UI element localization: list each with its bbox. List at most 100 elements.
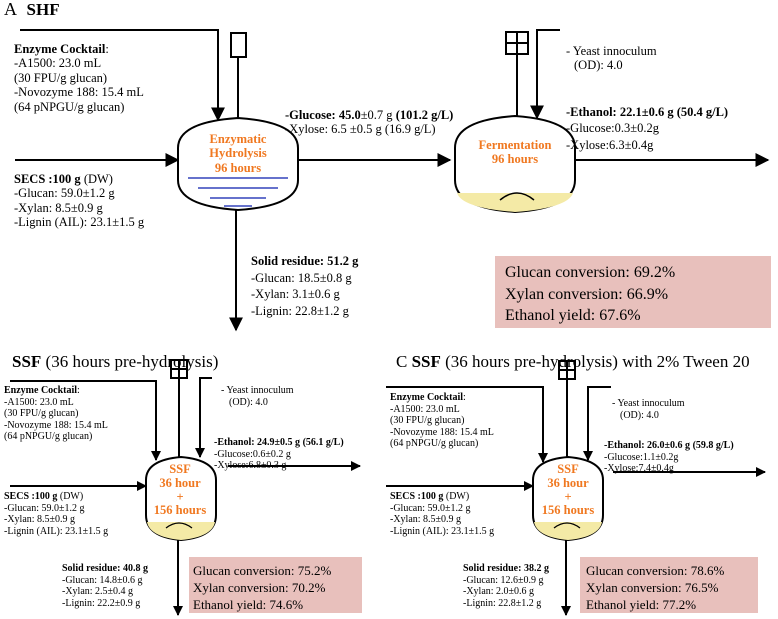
- enzyme-colon: :: [105, 42, 109, 56]
- solid-residue-line: -Xylan: 2.5±0.4 g: [62, 586, 134, 597]
- secs-heading: SECS :100 g: [4, 491, 58, 502]
- solid-residue-line: -Lignin: 22.8±1.2 g: [463, 597, 542, 609]
- hydrolysis-label: Enzymatic Hydrolysis 96 hours: [188, 132, 288, 175]
- ssf-yeast-inoculum: - Yeast innoculum (OD): 4.0: [221, 385, 294, 408]
- secs-line: -Lignin (AIL): 23.1±1.5 g: [4, 525, 109, 537]
- panel-b-method: SSF: [12, 352, 42, 371]
- yeast-line: - Yeast innoculum: [221, 385, 294, 396]
- ssf-flow-arrows: [10, 377, 361, 616]
- solid-residue-line: -Lignin: 22.8±1.2 g: [251, 303, 349, 318]
- shf-enzyme-cocktail: Enzyme Cocktail: -A1500: 23.0 mL (30 FPU…: [14, 42, 144, 114]
- ssf-output-line: -Xylose:7.4±0.4g: [604, 463, 674, 474]
- yeast-line: (OD): 4.0: [620, 409, 659, 421]
- secs-heading: SECS :100 g: [14, 172, 81, 186]
- fermentation-label: Fermentation 96 hours: [462, 138, 568, 167]
- hydrolysate-composition: -Glucose: 45.0±0.7 g (101.2 g/L) -Xylose…: [285, 108, 453, 137]
- secs-line: -Xylan: 8.5±0.9 g: [4, 514, 76, 525]
- ssf-tween-flow-arrows: [386, 386, 766, 616]
- result-glucan-conversion: Glucan conversion: 75.2%: [193, 563, 332, 578]
- panel-a-method: SHF: [26, 0, 60, 19]
- ssf-secs-feed: SECS :100 g (DW) -Glucan: 59.0±1.2 g -Xy…: [4, 491, 108, 537]
- secs-line: -Glucan: 59.0±1.2 g: [390, 502, 471, 514]
- panel-c-title: C SSF (36 hours pre-hydrolysis) with 2% …: [396, 352, 750, 372]
- secs-line: -Lignin (AIL): 23.1±1.5 g: [390, 525, 495, 537]
- ssf-output-line: -Xylose:6.8±0.3 g: [214, 460, 287, 471]
- ssf-tween-results-box: Glucan conversion: 78.6% Xylan conversio…: [580, 557, 758, 613]
- xylose-line: -Xylose: 6.5 ±0.5 g (16.9 g/L): [285, 122, 436, 137]
- ssf-label-line: +: [564, 489, 572, 504]
- enzyme-colon: :: [77, 385, 80, 396]
- solid-residue-heading: Solid residue: 38.2 g: [463, 563, 549, 574]
- fermentation-label-line: Fermentation: [478, 138, 552, 152]
- secs-heading: SECS :100 g: [390, 491, 444, 502]
- solid-residue-line: -Xylan: 3.1±0.6 g: [251, 287, 340, 302]
- hydrolysis-label-line: 96 hours: [214, 160, 262, 175]
- ssf-output-line: -Glucose:0.6±0.2 g: [214, 448, 291, 460]
- ssf-tween-secs-feed: SECS :100 g (DW) -Glucan: 59.0±1.2 g -Xy…: [390, 491, 494, 537]
- enzyme-line: -A1500: 23.0 mL: [390, 403, 460, 415]
- solid-residue-line: -Xylan: 2.0±0.6 g: [463, 586, 535, 597]
- yeast-line: - Yeast innoculum: [566, 44, 657, 58]
- glucose-rest: ±0.7 g: [360, 108, 396, 122]
- result-xylan-conversion: Xylan conversion: 70.2%: [193, 580, 326, 596]
- ssf-label-line: SSF: [557, 462, 579, 476]
- ssf-label-line: 156 hours: [541, 503, 595, 518]
- enzyme-line: -A1500: 23.0 mL: [14, 56, 102, 71]
- secs-line: -Xylan: 8.5±0.9 g: [14, 200, 103, 215]
- secs-suffix: (DW): [80, 172, 113, 186]
- fermentation-vessel: [454, 31, 576, 214]
- solid-residue-heading: Solid residue: 40.8 g: [62, 563, 148, 574]
- ssf-tween-output: -Ethanol: 26.0±0.6 g (59.8 g/L) -Glucose…: [604, 440, 734, 475]
- enzyme-line: -Novozyme 188: 15.4 mL: [390, 426, 494, 438]
- panel-b-title: SSF (36 hours pre-hydrolysis): [12, 352, 218, 372]
- shf-flow-arrows: [15, 29, 770, 332]
- ferment-output-line: -Glucose:0.3±0.2g: [566, 121, 659, 136]
- ssf-label-line: 156 hours: [153, 503, 207, 518]
- secs-line: -Glucan: 59.0±1.2 g: [14, 186, 115, 201]
- glucose-label: -Glucose:: [285, 108, 339, 122]
- result-xylan-conversion: Xylan conversion: 76.5%: [586, 580, 719, 596]
- enzyme-colon: :: [463, 392, 466, 403]
- ssf-tween-solid-residue: Solid residue: 38.2 g -Glucan: 12.6±0.9 …: [463, 563, 549, 609]
- solid-residue-line: -Glucan: 18.5±0.8 g: [251, 270, 352, 285]
- hydrolysis-label-line: Enzymatic: [209, 132, 267, 146]
- panel-b-title-rest: (36 hours pre-hydrolysis): [41, 352, 219, 371]
- enzyme-heading: Enzyme Cocktail: [390, 392, 464, 403]
- enzymatic-hydrolysis-vessel: [177, 32, 299, 212]
- enzyme-line: (30 FPU/g glucan): [4, 408, 79, 419]
- ssf-vessel: [145, 359, 217, 542]
- ethanol-rest: ±0.6 g (50.4 g/L): [641, 105, 729, 119]
- solid-residue-heading: Solid residue: 51.2 g: [251, 254, 359, 268]
- ssf-results-box: Glucan conversion: 75.2% Xylan conversio…: [189, 557, 362, 613]
- secs-line: -Xylan: 8.5±0.9 g: [390, 514, 462, 525]
- secs-suffix: (DW): [443, 491, 470, 502]
- ethanol-conc: (56.1 g/L): [302, 437, 344, 448]
- result-glucan-conversion: Glucan conversion: 78.6%: [586, 563, 725, 578]
- hydrolysis-label-line: Hydrolysis: [209, 146, 267, 161]
- enzyme-line: (64 pNPGU/g glucan): [14, 99, 125, 114]
- ssf-label: SSF 36 hour + 156 hours: [140, 462, 220, 518]
- secs-line: -Lignin (AIL): 23.1±1.5 g: [14, 215, 145, 230]
- solid-residue-line: -Glucan: 12.6±0.9 g: [463, 574, 544, 586]
- ferment-output-line: -Xylose:6.3±0.4g: [566, 137, 654, 152]
- secs-suffix: (DW): [57, 491, 84, 502]
- result-xylan-conversion: Xylan conversion: 66.9%: [505, 285, 669, 303]
- ssf-tween-yeast-inoculum: - Yeast innoculum (OD): 4.0: [612, 398, 685, 421]
- glucose-conc: (101.2 g/L): [395, 108, 454, 122]
- ethanol-label: -Ethanol: 26.0±0.6 g: [604, 440, 691, 451]
- shf-fermentation-output: -Ethanol: 22.1±0.6 g (50.4 g/L) -Glucose…: [566, 104, 728, 153]
- panel-c-method: SSF: [411, 352, 441, 371]
- ssf-output-line: -Glucose:1.1±0.2g: [604, 451, 679, 463]
- ssf-label-line: SSF: [169, 462, 191, 476]
- ssf-enzyme-cocktail: Enzyme Cocktail: -A1500: 23.0 mL (30 FPU…: [4, 385, 108, 443]
- shf-solid-residue: Solid residue: 51.2 g -Glucan: 18.5±0.8 …: [251, 253, 358, 320]
- ssf-tween-enzyme-cocktail: Enzyme Cocktail: -A1500: 23.0 mL (30 FPU…: [390, 392, 494, 450]
- ssf-label-line: 36 hour: [547, 475, 589, 490]
- result-ethanol-yield: Ethanol yield: 77.2%: [586, 597, 697, 613]
- ssf-tween-vessel: [532, 360, 604, 542]
- enzyme-line: (64 pNPGU/g glucan): [390, 438, 479, 449]
- ssf-label-line: 36 hour: [159, 475, 201, 490]
- ethanol-label: -Ethanol: 24.9±0.5 g: [214, 437, 301, 448]
- result-glucan-conversion: Glucan conversion: 69.2%: [505, 264, 676, 281]
